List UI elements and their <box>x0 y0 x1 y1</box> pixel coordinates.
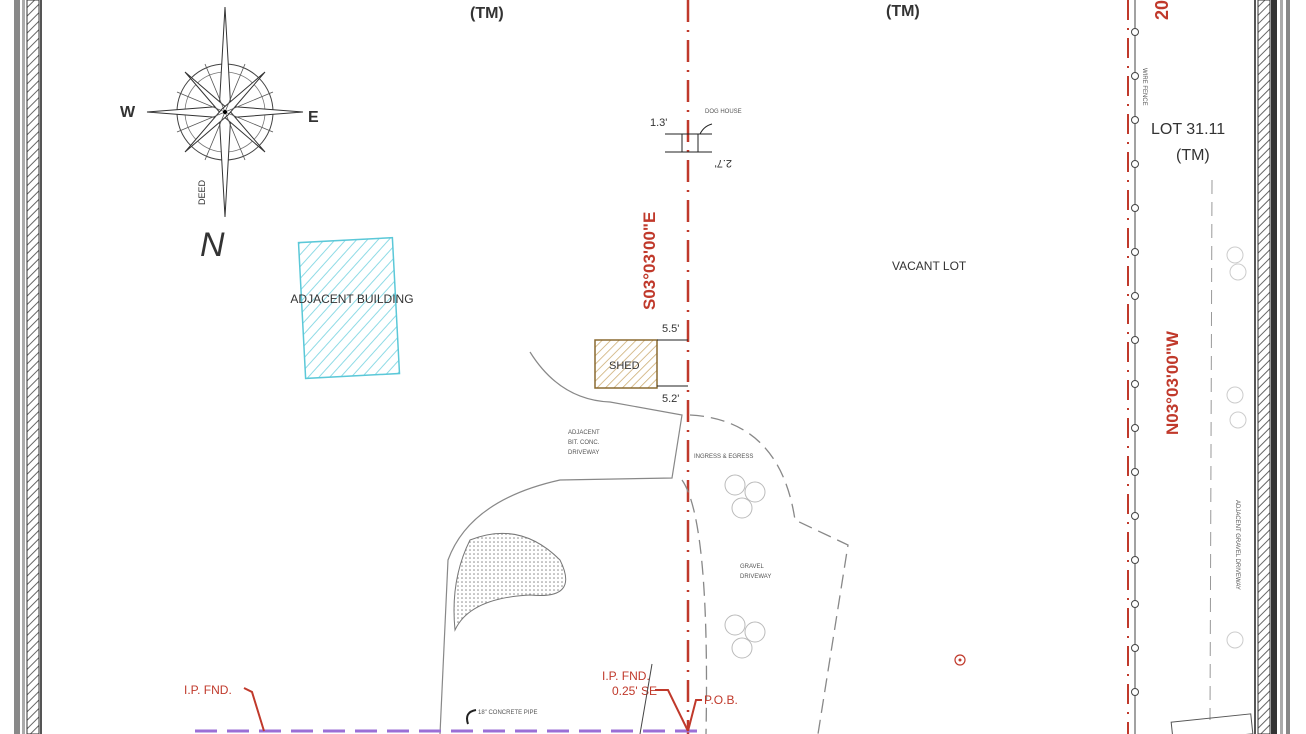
fence-post <box>1131 424 1139 432</box>
fence-posts <box>1131 28 1139 696</box>
concrete-pipe-symbol <box>466 709 477 725</box>
lot-31-11-name: LOT 31.11 <box>1151 121 1225 138</box>
adjacent-driveway-line2: BIT. CONC. <box>568 440 600 446</box>
fence-post <box>1131 336 1139 344</box>
compass-deed-label: DEED <box>197 179 207 205</box>
fence-post <box>1131 688 1139 696</box>
adjacent-driveway-line1: ADJACENT <box>568 430 600 436</box>
shed-label: SHED <box>609 360 640 372</box>
compass-east-glyph: E <box>308 109 319 126</box>
fence-post <box>1131 380 1139 388</box>
adjacent-gravel-driveway-edge <box>1209 179 1213 721</box>
adjacent-building <box>297 236 401 380</box>
compass-north-glyph: N <box>200 226 225 264</box>
fence-post <box>1131 600 1139 608</box>
ingress-egress-label: INGRESS & EGRESS <box>694 454 753 460</box>
fence-post <box>1131 248 1139 256</box>
lot-31-11-tm: (TM) <box>1176 147 1210 164</box>
adjacent-driveway-line3: DRIVEWAY <box>568 450 599 456</box>
shed-dim-top: 5.5' <box>662 323 679 335</box>
shed-dim-bottom: 5.2' <box>662 393 679 405</box>
shed <box>594 339 658 389</box>
dog-house <box>665 123 713 153</box>
gravel-driveway-line1: GRAVEL <box>740 564 765 570</box>
right-gravel-stones-icon <box>1226 246 1247 649</box>
survey-marker-icon <box>954 654 966 666</box>
dog-house-dim-left: 1.3' <box>650 117 667 129</box>
fence-post <box>1131 160 1139 168</box>
left-border <box>14 0 42 734</box>
gravel-driveway-label: GRAVEL DRIVEWAY <box>740 564 771 580</box>
gravel-driveway-line2: DRIVEWAY <box>740 574 771 580</box>
adjacent-driveway-outline <box>439 351 683 734</box>
right-structure-fragment <box>1170 713 1254 734</box>
ip-found-center-leader <box>655 689 689 732</box>
fence-post <box>1131 556 1139 564</box>
concrete-pipe-label: 18" CONCRETE PIPE <box>478 710 537 716</box>
right-bearing: N03°03'00"W <box>1163 330 1182 435</box>
wire-fence-label: WIRE FENCE <box>1141 68 1147 106</box>
tm-label-left: (TM) <box>470 5 504 22</box>
compass-rose-icon <box>146 6 304 218</box>
adjacent-gravel-driveway-label: ADJACENT GRAVEL DRIVEWAY <box>1234 500 1240 590</box>
fence-post <box>1131 204 1139 212</box>
fence-post <box>1131 28 1139 36</box>
landscaped-area <box>453 532 567 632</box>
dog-house-label: DOG HOUSE <box>705 109 742 115</box>
ip-found-center-line2: 0.25' SE <box>612 684 657 698</box>
tm-label-right: (TM) <box>886 3 920 20</box>
right-border <box>1254 0 1290 734</box>
compass-west-glyph: W <box>120 104 136 121</box>
fence-post <box>1131 468 1139 476</box>
adjacent-building-text: ADJACENT BUILDING <box>290 292 413 306</box>
gravel-driveway-outline <box>681 414 849 734</box>
fence-post <box>1131 292 1139 300</box>
ip-found-left: I.P. FND. <box>184 683 232 697</box>
fence-post <box>1131 116 1139 124</box>
fence-post <box>1131 72 1139 80</box>
ip-found-left-leader <box>243 687 265 732</box>
ip-found-center-line1: I.P. FND. <box>602 669 650 683</box>
adjacent-driveway-label: ADJACENT BIT. CONC. DRIVEWAY <box>568 430 600 456</box>
fence-post <box>1131 644 1139 652</box>
shed-dimensions <box>657 339 688 387</box>
gravel-stones-icon <box>724 474 766 659</box>
utility-line <box>639 663 653 734</box>
vacant-lot-label: VACANT LOT <box>892 259 967 273</box>
center-bearing: S03°03'00"E <box>640 212 659 310</box>
pob-leader <box>687 699 702 732</box>
fence-post <box>1131 512 1139 520</box>
pob-label: P.O.B. <box>704 693 738 707</box>
top-right-fragment: 20 <box>1152 0 1172 20</box>
dog-house-dim-right: 2.7' <box>715 157 732 169</box>
adjacent-building-label: ADJACENT BUILDING <box>290 292 413 306</box>
